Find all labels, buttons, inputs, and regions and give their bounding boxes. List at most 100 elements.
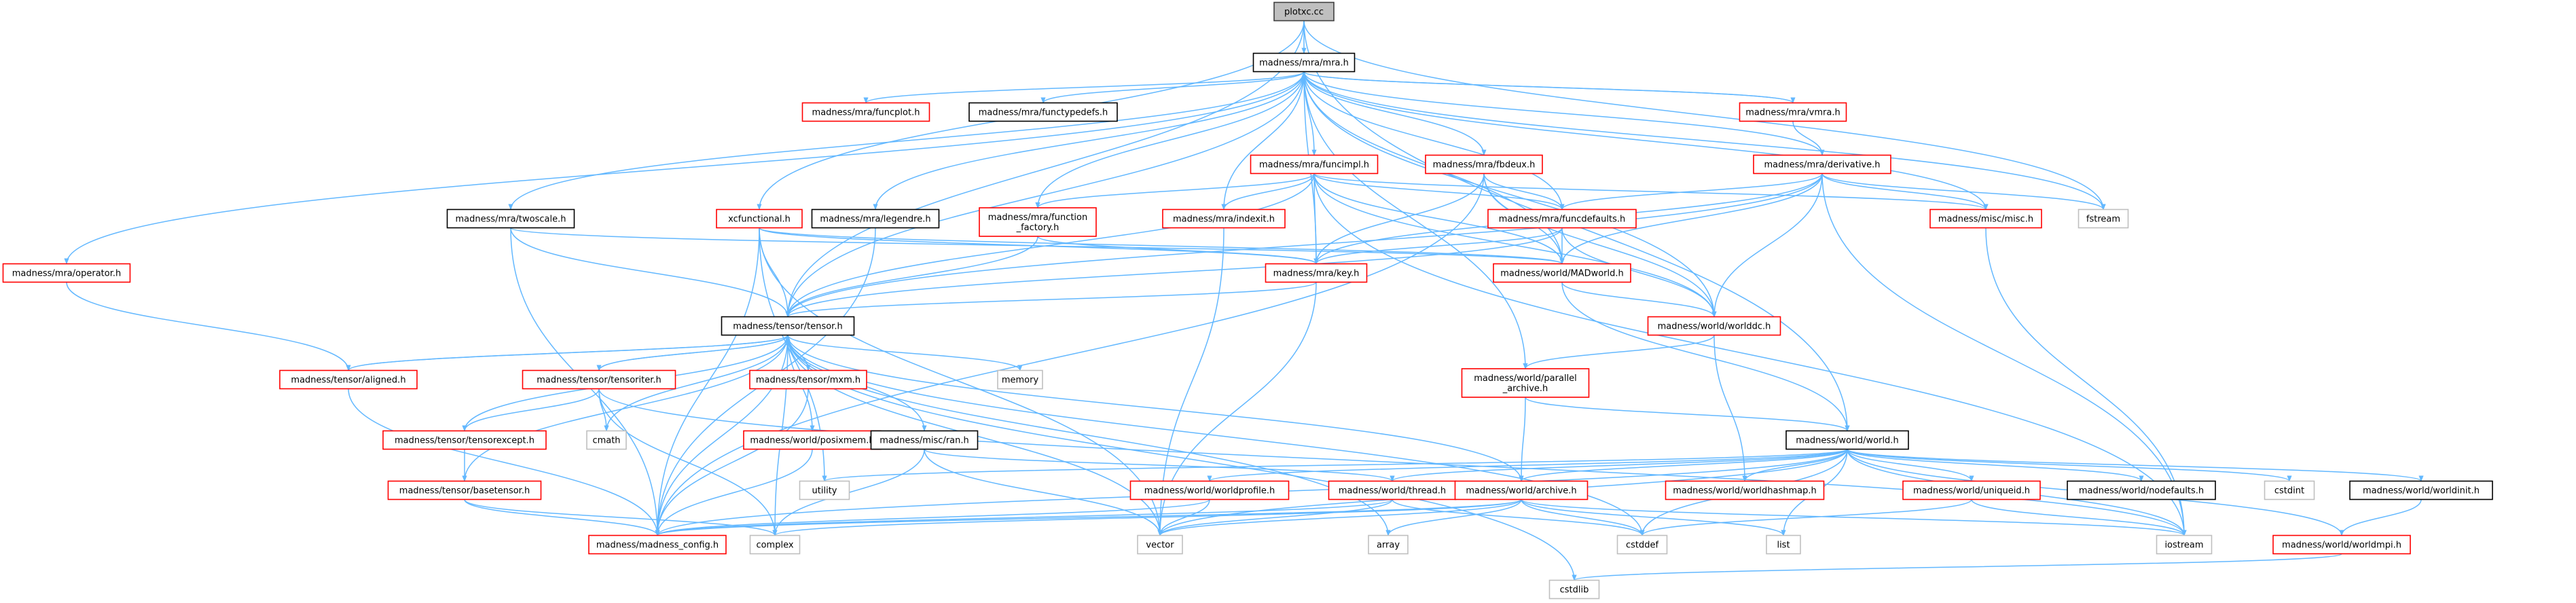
node-box-vector [1137,534,1183,555]
edge-xcfunctional-to-madness_config [655,227,760,536]
edge-tensor-to-archive [787,335,1524,482]
node-label-array: array [1377,541,1400,551]
edge-fbdeux-to-madness_config [655,173,1485,536]
node-worldmpi[interactable]: madness/world/worldmpi.h [2272,534,2411,555]
node-label-legendre: madness/mra/legendre.h [820,215,930,225]
node-label-worlddc: madness/world/worlddc.h [1658,322,1771,332]
node-cstdint: cstdint [2264,480,2315,500]
node-aligned[interactable]: madness/tensor/aligned.h [279,369,418,390]
node-function_factory[interactable]: madness/mra/function_factory.h [979,207,1097,237]
edge-fbdeux-to-worlddc [1483,173,1717,318]
node-funcdefaults[interactable]: madness/mra/funcdefaults.h [1487,208,1637,229]
node-world[interactable]: madness/world/world.h [1785,430,1909,450]
node-archive[interactable]: madness/world/archive.h [1454,480,1589,500]
node-label-tensor: madness/tensor/tensor.h [733,322,842,332]
edge-mra-to-miscmisc [1303,71,1989,211]
edge-tensoriter-to-tensorexcept [462,388,600,432]
node-funcplot[interactable]: madness/mra/funcplot.h [801,102,930,122]
node-twoscale[interactable]: madness/mra/twoscale.h [446,208,575,229]
edge-basetensor-to-madness_config [464,499,660,536]
node-label-thread: madness/world/thread.h [1339,486,1446,496]
node-plotxc[interactable]: plotxc.cc [1273,1,1335,22]
node-box-plotxc [1273,1,1335,22]
edge-tensoriter-to-tensor [598,334,791,371]
edge-mra-to-funcdefaults [1303,71,1565,211]
node-posixmem[interactable]: madness/world/posixmem.h [743,430,882,450]
node-functypedefs[interactable]: madness/mra/functypedefs.h [968,102,1118,122]
node-box-key [1265,263,1368,283]
node-worldinit[interactable]: madness/world/worldinit.h [2349,480,2493,500]
node-indexit[interactable]: madness/mra/indexit.h [1162,208,1286,229]
node-cstddef: cstddef [1616,534,1668,555]
edge-archive-to-array [1385,499,1522,536]
node-label-funcimpl: madness/mra/funcimpl.h [1259,160,1369,170]
node-memory: memory [997,369,1043,390]
edge-tensor-to-memory [787,335,1023,371]
node-label-functypedefs: madness/mra/functypedefs.h [979,108,1108,118]
edge-world-to-worldinit [1847,448,2424,482]
edge-aligned-to-madness_config [348,388,660,536]
node-iostream: iostream [2156,534,2213,555]
node-label-list: list [1777,541,1790,551]
node-basetensor[interactable]: madness/tensor/basetensor.h [387,480,542,500]
edge-aligned-to-tensor [348,334,791,371]
node-box-funcimpl [1250,154,1379,175]
node-funcimpl[interactable]: madness/mra/funcimpl.h [1250,154,1379,175]
node-fbdeux[interactable]: madness/mra/fbdeux.h [1425,154,1543,175]
edge-thread-to-vector [1157,499,1393,536]
edge-archive-to-cstddef [1521,499,1645,536]
node-label-cstdint: cstdint [2274,486,2304,496]
node-derivative[interactable]: madness/mra/derivative.h [1753,154,1891,175]
node-box-ran [870,430,979,450]
edge-funcimpl-to-function_factory [1035,173,1315,208]
node-vmra[interactable]: madness/mra/vmra.h [1739,102,1847,122]
node-label-vector: vector [1146,541,1174,551]
node-operator[interactable]: madness/mra/operator.h [2,263,131,283]
node-label-mxm: madness/tensor/mxm.h [756,376,860,386]
node-worldhashmap[interactable]: madness/world/worldhashmap.h [1665,480,1825,500]
node-tensorexcept[interactable]: madness/tensor/tensorexcept.h [382,430,547,450]
edge-mra-to-functypedefs [1040,71,1305,104]
node-ran[interactable]: madness/misc/ran.h [870,430,979,450]
node-box-functypedefs [968,102,1118,122]
edge-ran-to-vector [924,449,1163,536]
node-key[interactable]: madness/mra/key.h [1265,263,1368,283]
node-label-key: madness/mra/key.h [1273,269,1360,279]
node-label-madworld: madness/world/MADworld.h [1500,269,1624,279]
node-label-operator: madness/mra/operator.h [12,269,122,279]
node-cstdlib: cstdlib [1548,579,1600,600]
node-xcfunctional[interactable]: xcfunctional.h [716,208,803,229]
edge-key-to-tensor [785,281,1317,318]
node-box-memory [997,369,1043,390]
node-mra[interactable]: madness/mra/mra.h [1252,52,1356,73]
node-thread[interactable]: madness/world/thread.h [1328,480,1457,500]
node-tensor[interactable]: madness/tensor/tensor.h [721,316,855,336]
node-uniqueid[interactable]: madness/world/uniqueid.h [1902,480,2041,500]
edge-derivative-to-miscmisc [1821,173,1989,211]
node-madness_config[interactable]: madness/madness_config.h [588,534,727,555]
edge-world-to-utility [822,448,1848,482]
node-worlddc[interactable]: madness/world/worlddc.h [1647,316,1781,336]
node-nodefaults[interactable]: madness/world/nodefaults.h [2067,480,2216,500]
node-legendre[interactable]: madness/mra/legendre.h [811,208,940,229]
node-box-tensoriter [522,369,676,390]
node-mxm[interactable]: madness/tensor/mxm.h [749,369,867,390]
edge-indexit-to-vector [1157,227,1224,536]
node-complex: complex [749,534,801,555]
node-label-parallel_archive: _archive.h [1502,384,1548,394]
node-box-mxm [749,369,867,390]
node-label-cmath: cmath [592,436,620,446]
node-box-nodefaults [2067,480,2216,500]
edge-mra-to-fbdeux [1303,71,1487,156]
node-parallel_archive[interactable]: madness/world/parallel_archive.h [1461,368,1590,398]
node-tensoriter[interactable]: madness/tensor/tensoriter.h [522,369,676,390]
edge-funcimpl-to-indexit [1221,173,1315,211]
node-box-vmra [1739,102,1847,122]
node-worldprofile[interactable]: madness/world/worldprofile.h [1129,480,1290,500]
node-label-memory: memory [1002,376,1039,386]
node-miscmisc[interactable]: madness/misc/misc.h [1929,208,2042,229]
edge-mra-to-parallel_archive [1303,71,1528,369]
node-box-parallel_archive [1461,368,1590,398]
node-box-tensorexcept [382,430,547,450]
node-madworld[interactable]: madness/world/MADworld.h [1493,263,1631,283]
